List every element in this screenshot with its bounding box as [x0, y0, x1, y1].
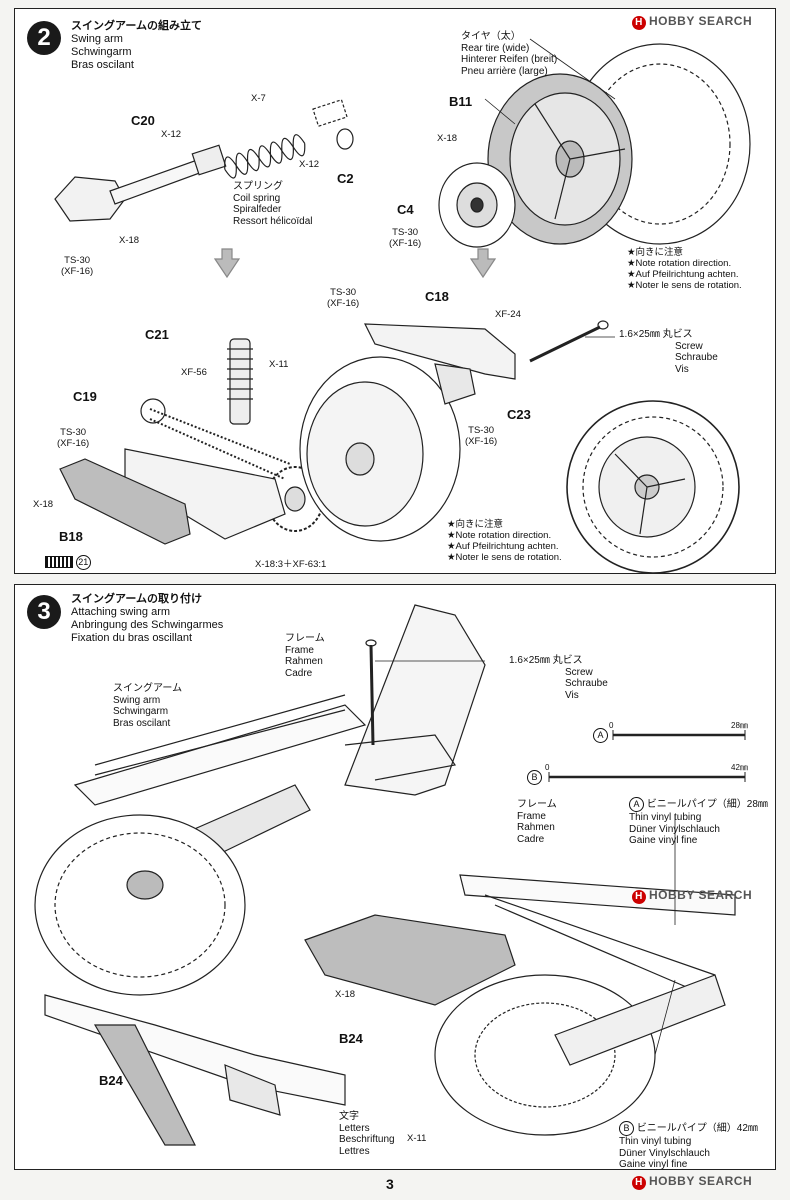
part-b24-drawing — [304, 914, 516, 1006]
caliper-c23-drawing — [434, 363, 476, 405]
step-2-title-jp: スイングアームの組み立て — [71, 20, 203, 32]
chain-guard-b18-drawing — [59, 458, 191, 545]
part-c19: C19 — [73, 389, 97, 404]
hobby-search-logo-icon: H — [632, 1176, 646, 1190]
paint-ts30-a: TS-30 (XF-16) — [61, 255, 94, 277]
paint-xf56: XF-56 — [181, 367, 207, 378]
swing-arm-label: スイングアーム Swing arm Schwingarm Bras oscila… — [113, 683, 183, 729]
step-2-title-de: Schwingarm — [71, 46, 132, 58]
paint-x18-step3: X-18 — [335, 989, 356, 1000]
part-b18: B18 — [59, 529, 83, 544]
paint-ts30-e: TS-30 (XF-16) — [465, 425, 498, 447]
ref-page-number: 21 — [75, 555, 91, 570]
page-number: 3 — [386, 1176, 394, 1192]
scale-b-zero: 0 — [545, 763, 550, 772]
screw-drawing — [529, 325, 601, 363]
coil-spring-drawing — [224, 134, 306, 179]
paint-x7: X-7 — [251, 93, 266, 104]
part-b24-b: B24 — [99, 1073, 123, 1088]
ref-page-marker: 21 — [45, 555, 91, 570]
rear-tire-step3-drawing — [34, 814, 246, 996]
step-3-title-fr: Fixation du bras oscillant — [71, 632, 193, 644]
step-3-title-jp: スイングアームの取り付け — [71, 593, 203, 605]
step-2-title-en: Swing arm — [71, 33, 123, 45]
part-c18: C18 — [425, 289, 449, 304]
part-c23: C23 — [507, 407, 531, 422]
part-c2: C2 — [337, 171, 354, 186]
paint-x18-b: X-18 — [437, 133, 458, 144]
scale-a-letter: A — [593, 728, 608, 743]
step-3-title: スイングアームの取り付け Attaching swing arm Anbring… — [71, 593, 223, 645]
paint-x18-a: X-18 — [119, 235, 140, 246]
scale-a-zero: 0 — [609, 721, 614, 730]
paint-x18-c: X-18 — [33, 499, 54, 510]
step-3-title-de: Anbringung des Schwingarmes — [71, 619, 224, 631]
paint-x12-a: X-12 — [161, 129, 182, 140]
paint-ts30-d: TS-30 (XF-16) — [57, 427, 90, 449]
part-b24-a: B24 — [339, 1031, 363, 1046]
decal-icon — [45, 556, 73, 569]
swing-arm-c21-drawing — [124, 448, 286, 540]
step-3-illustration — [34, 604, 746, 1146]
hobby-search-logo-icon: H — [632, 16, 646, 30]
rotation-note-2: ★向きに注意 ★Note rotation direction. ★Auf Pf… — [447, 519, 562, 563]
hobby-search-logo-icon: H — [632, 890, 646, 904]
letters-label: 文字 Letters Beschriftung Lettres — [339, 1111, 395, 1157]
tube-a-label: A ビニールパイプ（細）28㎜ Thin vinyl tubing Düner … — [629, 797, 768, 846]
tube-b-label: B ビニールパイプ（細）42㎜ Thin vinyl tubing Düner … — [619, 1121, 758, 1170]
part-c21: C21 — [145, 327, 169, 342]
paint-x12-b: X-12 — [299, 159, 320, 170]
paint-x11: X-11 — [269, 359, 289, 370]
scale-a-end: 28㎜ — [731, 721, 748, 730]
main-frame-drawing — [344, 604, 486, 796]
frame-label-2: フレーム Frame Rahmen Cadre — [517, 799, 557, 845]
paint-mix: X-18:3＋XF-63:1 — [255, 559, 327, 570]
step-2-panel: 2 スイングアームの組み立て Swing arm Schwingarm Bras… — [14, 8, 776, 574]
paint-ts30-b: TS-30 (XF-16) — [389, 227, 422, 249]
screw-step3-drawing — [369, 644, 375, 746]
scale-b-letter: B — [527, 770, 542, 785]
part-c20: C20 — [131, 113, 155, 128]
frame-label-1: フレーム Frame Rahmen Cadre — [285, 633, 325, 679]
step-2-title: スイングアームの組み立て Swing arm Schwingarm Bras o… — [71, 20, 202, 72]
screw-label-step2: 1.6×25㎜ 丸ビス Screw Schraube Vis — [619, 329, 718, 375]
tail-detail-drawing — [44, 994, 346, 1106]
step-3-title-en: Attaching swing arm — [71, 606, 171, 618]
rotation-note-1: ★向きに注意 ★Note rotation direction. ★Auf Pf… — [627, 247, 742, 291]
screw-label-step3: 1.6×25㎜ 丸ビス Screw Schraube Vis — [509, 655, 608, 701]
paint-x11-step3: X-11 — [407, 1133, 427, 1144]
paint-xf24: XF-24 — [495, 309, 521, 320]
step-2-number: 2 — [27, 21, 61, 55]
rear-wheel-lower-drawing — [434, 974, 656, 1136]
step-3-panel: 3 スイングアームの取り付け Attaching swing arm Anbri… — [14, 584, 776, 1170]
spring-label: スプリング Coil spring Spiralfeder Ressort hé… — [233, 181, 313, 227]
step-2-title-fr: Bras oscilant — [71, 59, 134, 71]
chain-drawing — [149, 408, 291, 480]
bracket-c18-drawing — [364, 323, 516, 380]
rear-tire-label: タイヤ（太） Rear tire (wide) Hinterer Reifen … — [461, 31, 558, 77]
step-3-number: 3 — [27, 595, 61, 629]
part-c4: C4 — [397, 202, 414, 217]
paint-ts30-c: TS-30 (XF-16) — [327, 287, 360, 309]
scale-b-end: 42㎜ — [731, 763, 748, 772]
step-2-illustration — [54, 38, 751, 574]
shock-absorber-drawing — [229, 338, 251, 425]
part-b11: B11 — [449, 94, 473, 109]
